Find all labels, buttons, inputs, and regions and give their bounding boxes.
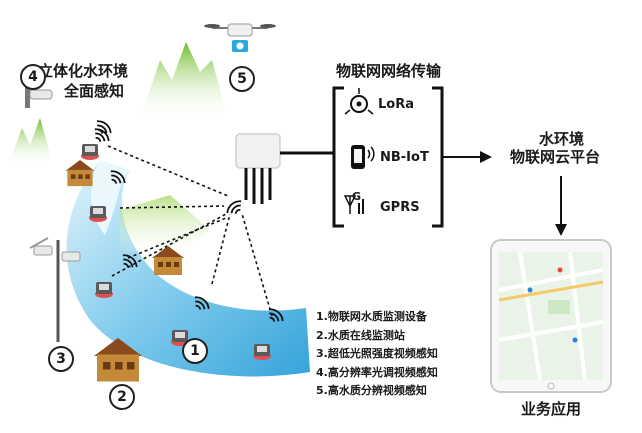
sensor-device bbox=[89, 206, 107, 222]
nbiot-device-icon bbox=[351, 145, 375, 169]
drone-icon bbox=[204, 23, 276, 52]
network-bracket-left bbox=[332, 86, 344, 228]
mountain-left-icon bbox=[8, 118, 52, 165]
gateway-icon bbox=[224, 133, 281, 219]
river-shape bbox=[66, 160, 310, 377]
wall-camera-icon bbox=[25, 86, 53, 108]
tablet-map-icon bbox=[490, 239, 612, 393]
wifi-signal-icon bbox=[92, 117, 114, 139]
wifi-signal-icon bbox=[90, 125, 112, 147]
legend-list: 1.物联网水质监测设备 2.水质在线监测站 3.超低光照强度视频感知 4.高分辨… bbox=[316, 308, 438, 401]
camera-pole-icon bbox=[29, 237, 81, 342]
arrow-head bbox=[480, 151, 492, 163]
green-field-shade bbox=[120, 195, 210, 260]
marker-3: 3 bbox=[48, 346, 74, 372]
label-lora: LoRa bbox=[378, 97, 414, 112]
label-platform-line2: 物联网云平台 bbox=[510, 148, 601, 166]
sensor-links bbox=[107, 145, 273, 317]
legend-item: 1.物联网水质监测设备 bbox=[316, 310, 427, 323]
label-nbiot: NB-IoT bbox=[380, 150, 429, 165]
label-gprs: GPRS bbox=[380, 200, 420, 215]
legend-item: 5.高水质分辨视频感知 bbox=[316, 384, 427, 397]
network-bracket-right bbox=[432, 86, 444, 228]
marker-4: 4 bbox=[20, 64, 46, 90]
marker-5: 5 bbox=[229, 66, 255, 92]
legend-item: 3.超低光照强度视频感知 bbox=[316, 347, 438, 360]
lora-network-icon bbox=[344, 88, 374, 115]
marker-2: 2 bbox=[109, 384, 135, 410]
label-3d-water: 立体化水环境 bbox=[38, 62, 129, 80]
label-platform-line1: 水环境 bbox=[539, 130, 585, 148]
sensor-device bbox=[81, 144, 99, 160]
arrow-head bbox=[555, 224, 567, 236]
label-business-app: 业务应用 bbox=[521, 400, 582, 418]
label-iot-transport: 物联网网络传输 bbox=[336, 62, 442, 80]
marker-1: 1 bbox=[182, 338, 208, 364]
legend-item: 4.高分辨率光调视频感知 bbox=[316, 365, 438, 379]
sensor-device bbox=[95, 282, 113, 298]
gprs-g-glyph: G bbox=[352, 190, 362, 203]
legend-item: 2.水质在线监测站 bbox=[316, 328, 405, 342]
label-full-perception: 全面感知 bbox=[64, 82, 125, 100]
sensor-device bbox=[253, 344, 271, 360]
mountain-center-icon bbox=[140, 42, 226, 120]
gprs-antenna-icon bbox=[343, 195, 364, 214]
house-icon bbox=[65, 160, 95, 187]
